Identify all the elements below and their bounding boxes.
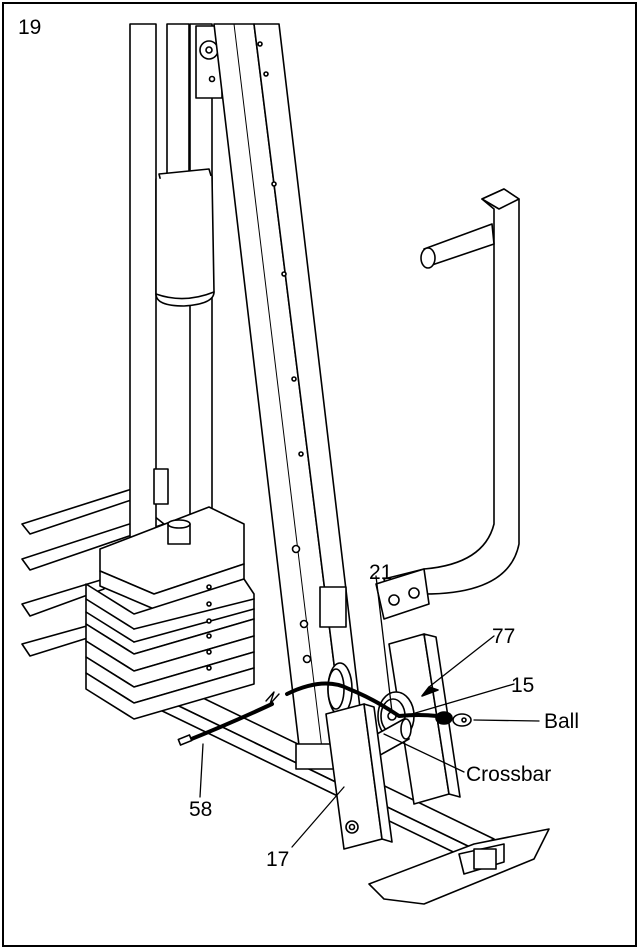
- callout-77: 77: [492, 625, 515, 648]
- step-number: 19: [18, 16, 41, 39]
- callout-17: 17: [266, 848, 289, 871]
- callout-58: 58: [189, 798, 212, 821]
- callout-15: 15: [511, 674, 534, 697]
- assembly-illustration: 19 21 77 15 Ball Crossbar 58 17: [4, 4, 637, 947]
- callout-ball: Ball: [544, 710, 579, 733]
- callout-21: 21: [369, 561, 392, 584]
- callout-crossbar: Crossbar: [466, 763, 551, 786]
- leg-lever-arm: [376, 189, 519, 619]
